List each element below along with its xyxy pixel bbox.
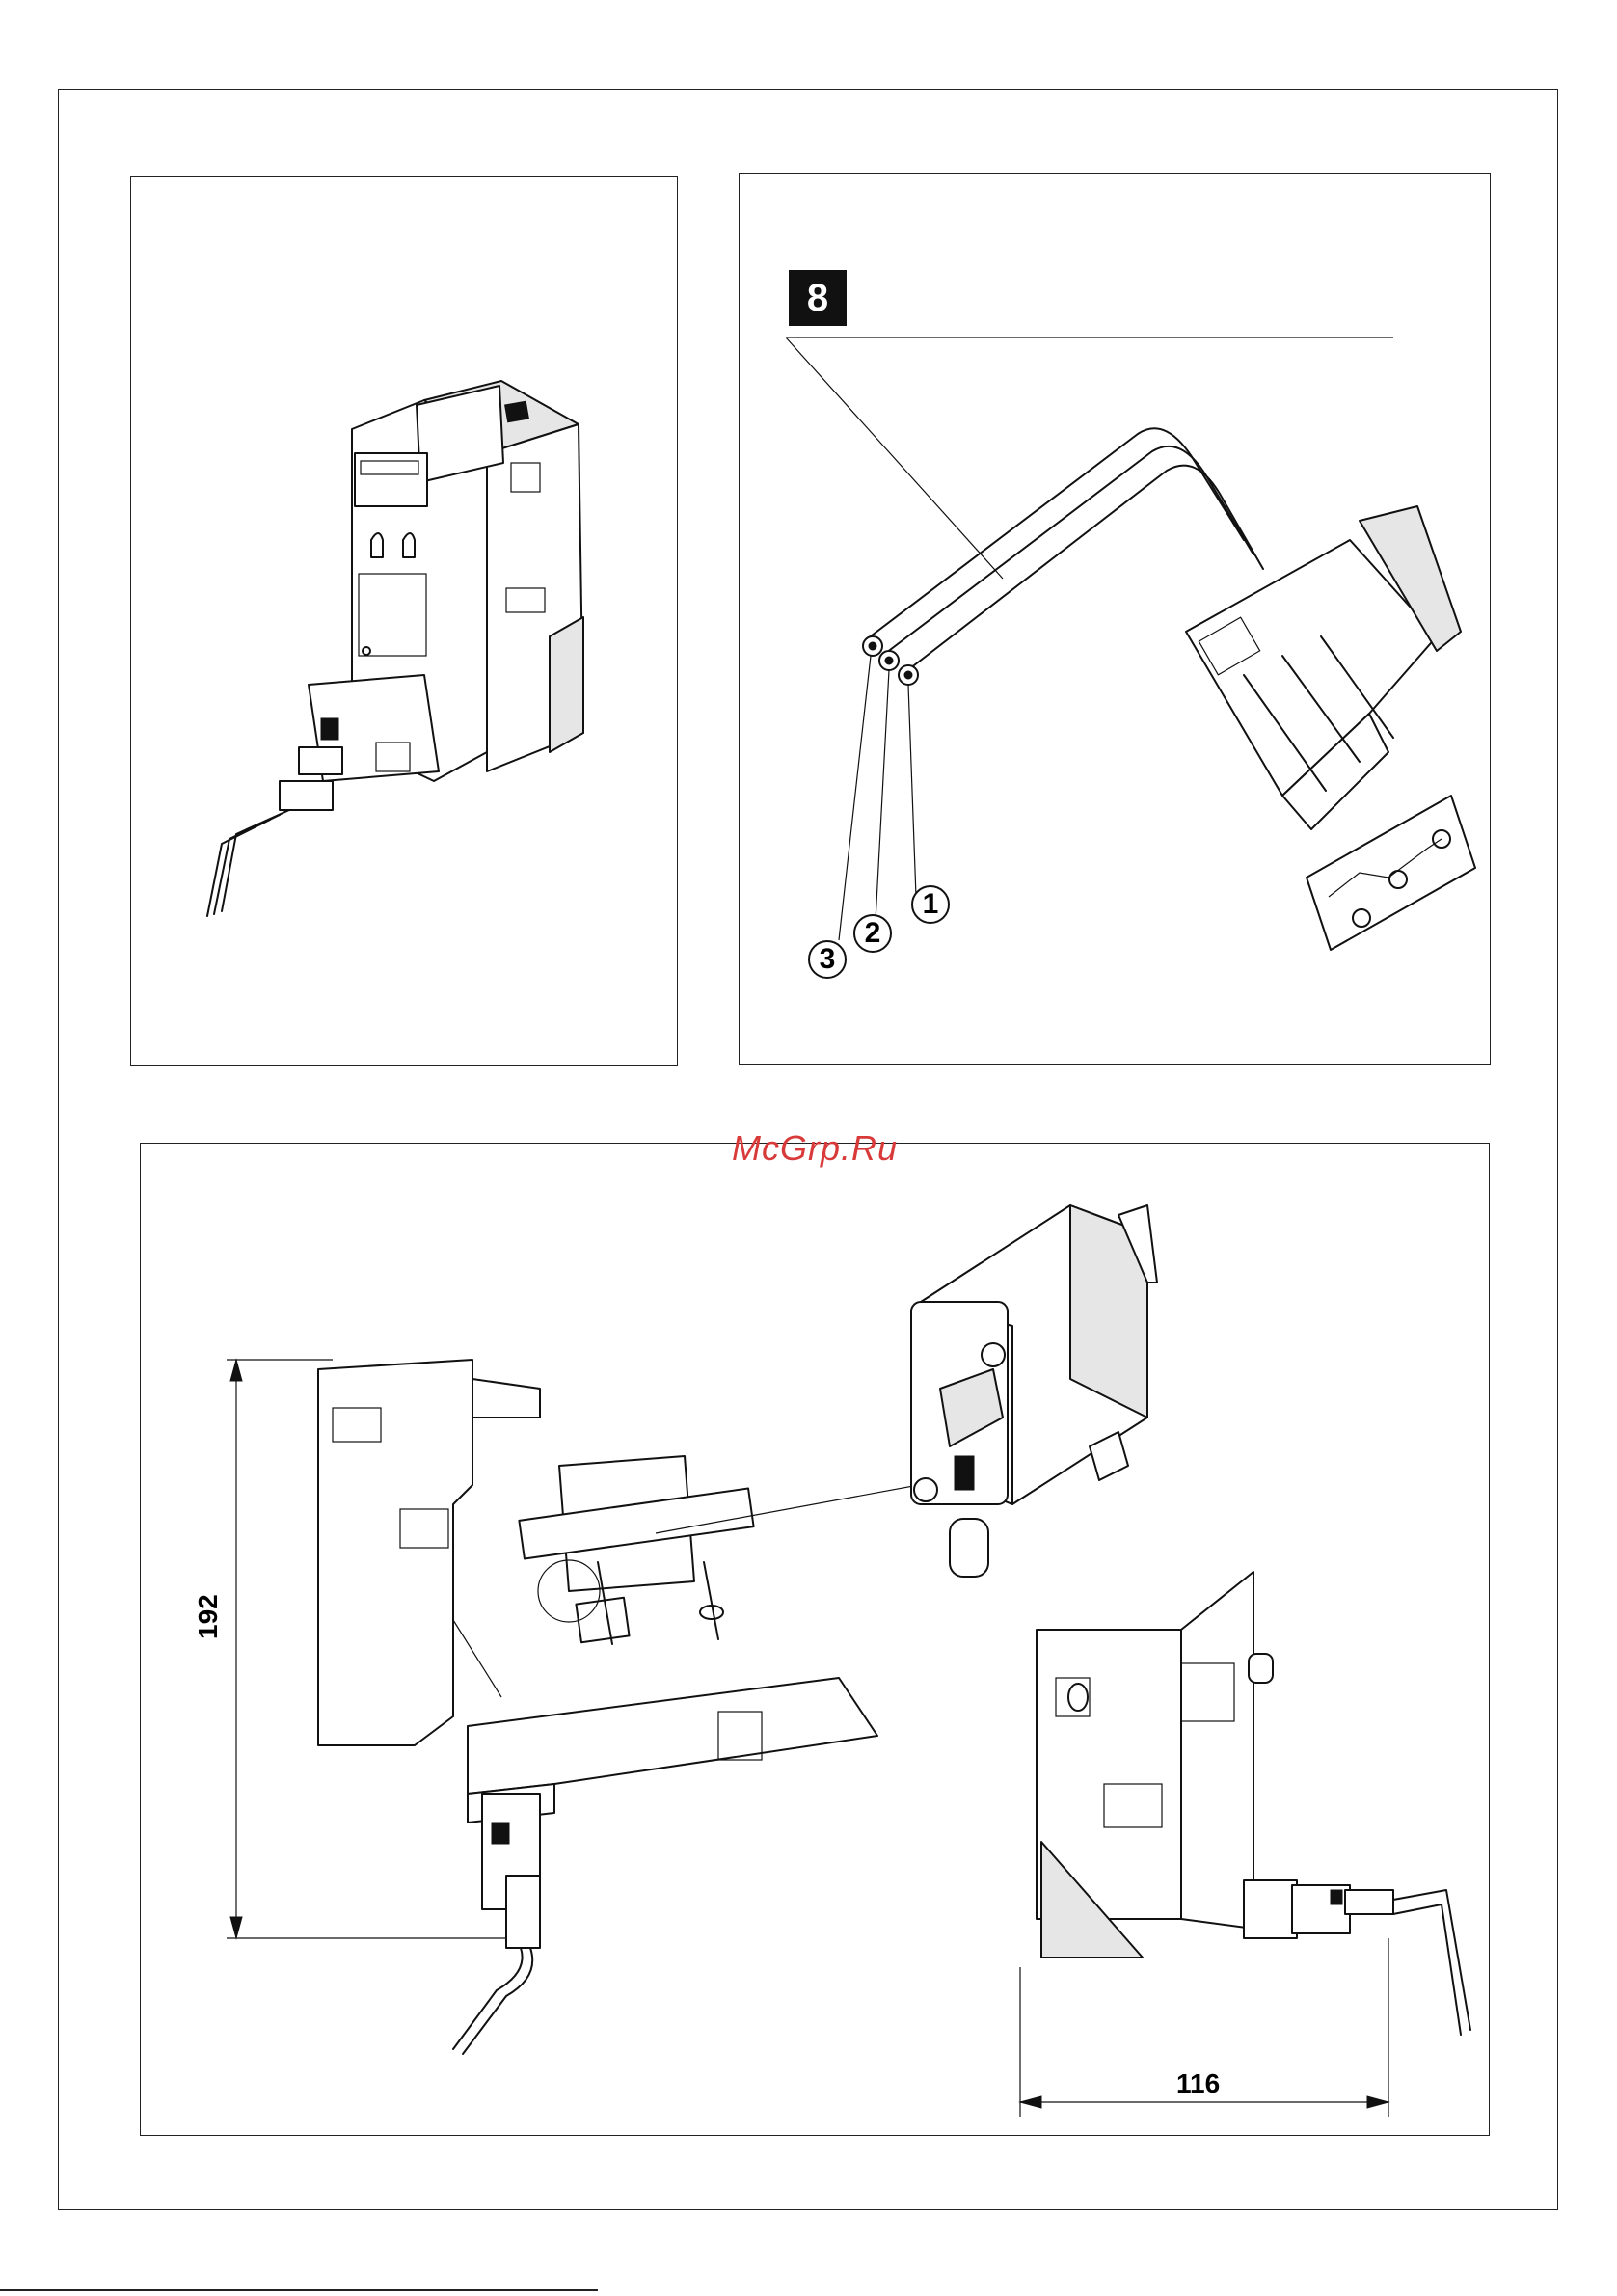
wire-callout-icon: 2 bbox=[853, 914, 892, 953]
pin-diagram-icon bbox=[1307, 796, 1475, 950]
wire-callout-icon: 1 bbox=[911, 885, 950, 924]
dimension-drawing bbox=[227, 1205, 1470, 2117]
depth-dimension-label: 116 bbox=[1176, 2068, 1220, 2099]
device-isometric-drawing bbox=[207, 381, 583, 916]
cable-connector-drawing bbox=[786, 338, 1475, 950]
watermark-text: McGrp.Ru bbox=[718, 1128, 911, 1169]
step-number-badge: 8 bbox=[789, 270, 847, 326]
bottom-rule bbox=[0, 2289, 598, 2291]
height-dimension-label: 192 bbox=[193, 1594, 224, 1639]
wire-callout-icon: 3 bbox=[808, 940, 847, 979]
